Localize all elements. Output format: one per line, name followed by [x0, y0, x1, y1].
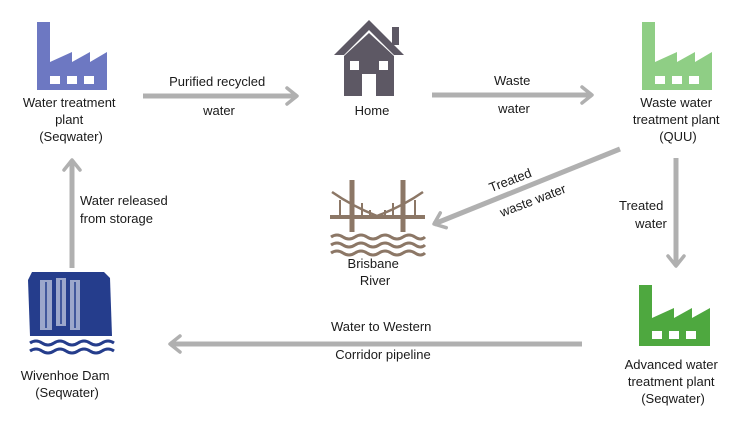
factory-icon [639, 285, 710, 346]
factory-icon [37, 22, 107, 90]
label-treated-water: Treated water [619, 198, 668, 231]
factory-icon [642, 22, 712, 90]
label-waste-water-treatment-plant: Waste water treatment plant (QUU) [633, 95, 723, 144]
label-water-to-western-corridor: Water to Western Corridor pipeline [331, 319, 435, 362]
label-advanced-water-treatment-plant: Advanced water treatment plant (Seqwater… [625, 357, 722, 406]
label-wivenhoe-dam: Wivenhoe Dam (Seqwater) [21, 368, 114, 400]
label-brisbane-river: Brisbane River [348, 256, 403, 288]
label-purified-recycled-water: Purified recycled water [169, 74, 269, 118]
label-waste-water: Waste water [494, 73, 534, 116]
label-water-released-from-storage: Water released from storage [80, 193, 171, 226]
label-water-treatment-plant: Water treatment plant (Seqwater) [23, 95, 119, 144]
bridge-river-icon [330, 180, 427, 257]
dam-icon [28, 272, 115, 355]
arrow-treated-to-river [432, 146, 621, 230]
label-home: Home [355, 103, 390, 118]
house-icon [334, 20, 404, 96]
